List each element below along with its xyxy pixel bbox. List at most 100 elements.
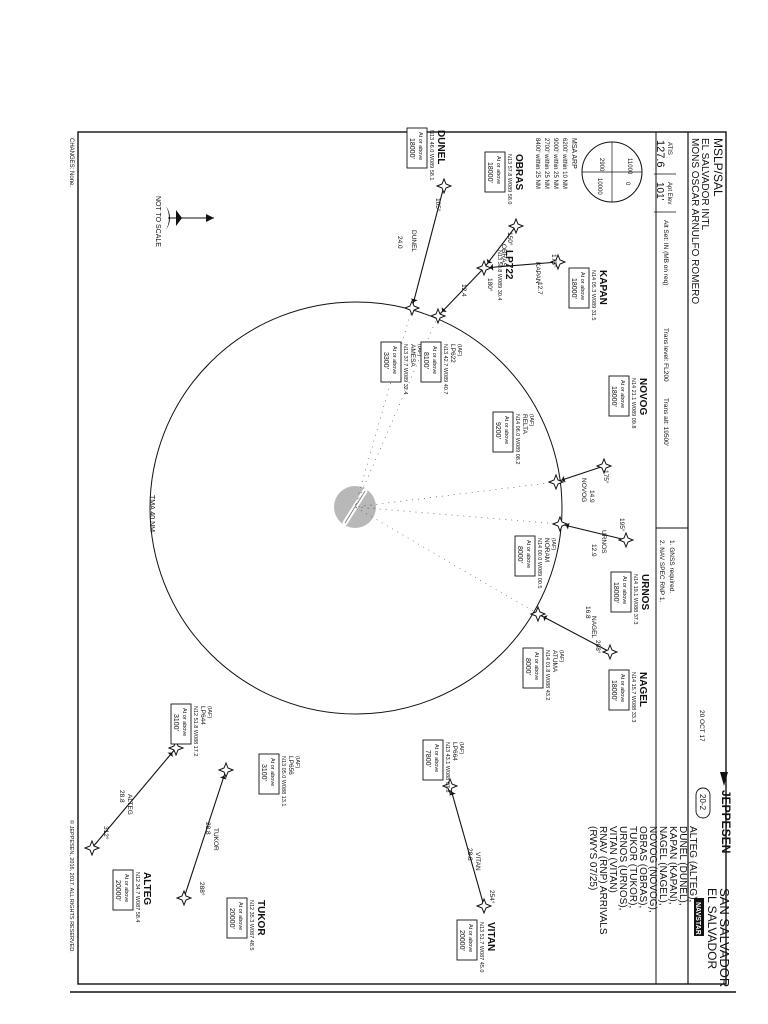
procedure-title-6: TUKOR (TUKOR), [627, 826, 638, 908]
fix-name: URNOS [639, 574, 650, 610]
north-arrow [166, 206, 214, 230]
fix-tag: (IAF) [456, 344, 462, 356]
fix-alt-label: At or above [503, 416, 509, 444]
comm-row: ATIS 127.6 Apt Elev 101' Alt Set: IN (MB… [654, 140, 676, 602]
tma-label: TMA 40 NM [148, 495, 155, 532]
fix-alt-value: 20000' [228, 908, 235, 929]
fix-alt-label: At or above [495, 156, 501, 184]
fix-alt-value: 8000' [524, 658, 531, 675]
fix-alt-label: At or above [417, 132, 423, 160]
airport-code: MSLP/SAL [711, 138, 725, 197]
fix-alt-label: At or above [467, 924, 473, 952]
fix-novog-icon [595, 457, 613, 475]
compass-icon [166, 206, 170, 230]
fix-relta-icon [547, 473, 565, 491]
fix-coordinates: N12 34.7 W087 58.4 [134, 872, 140, 922]
route-label-dunel-dist: 24.0 [396, 236, 403, 249]
route-label-kapan-dist: 12.7 [536, 282, 543, 295]
fix-alt-value: 20000' [114, 880, 121, 901]
route-label-obras-course: 150° [506, 232, 514, 246]
altimeter-setting: Alt Set: IN (MB on req) [662, 220, 669, 285]
fix-coordinates: N14 19.1 W088 37.3 [632, 574, 638, 624]
fix-atuma-icon [529, 605, 547, 623]
fix-name: ATUMA [551, 650, 558, 673]
fix-name: VITAN [485, 922, 496, 951]
waypoint-symbols [83, 177, 635, 915]
fix-coordinates: N12 51.8 W088 17.2 [192, 706, 198, 756]
changes-note: CHANGES: None. [68, 138, 74, 187]
procedure-title-5: OBRAS (OBRAS), [637, 826, 648, 908]
fix-coordinates: N13 46.0 W089 58.1 [428, 130, 434, 180]
procedure-title-3: NAGEL (NAGEL), [657, 826, 668, 906]
route-label-alteg-course: 312° [102, 826, 110, 840]
fix-lp622-icon [429, 307, 447, 325]
route-label-tukor-course: 288° [198, 882, 206, 896]
chart-index: 20-2 [698, 794, 707, 811]
fix-alt-label: At or above [621, 576, 627, 604]
airport-name-2: MONS OSCAR ARNULFO ROMERO [689, 138, 700, 304]
route-label-urnos-dist: 12.9 [590, 544, 597, 557]
procedure-title-2: KAPAN (KAPAN), [667, 826, 678, 905]
fix-alt-label: At or above [619, 380, 625, 408]
route-label-novog-course: 175° [602, 470, 610, 484]
fix-coordinates: N14 15.7 W088 33.3 [630, 672, 636, 722]
tma-boundary [149, 301, 563, 715]
msa-sector-3: 10000 [596, 178, 602, 195]
navstar-badge: NAVSTAR [694, 902, 701, 935]
fix-coordinates: N13 43.1 W088 07.8 [444, 742, 450, 792]
fix-coordinates: N13 51.7 W087 45.0 [478, 922, 484, 972]
fix-lp656-icon [217, 761, 235, 779]
route-label-obras-route: OBRAS [500, 244, 507, 267]
atis-label: ATIS [666, 142, 672, 155]
fix-name: LP622 [449, 344, 456, 363]
fix-alt-label: At or above [579, 272, 585, 300]
fix-alt-value: 8100' [422, 352, 429, 369]
fix-alt-label: At or above [237, 902, 243, 930]
fix-name: NORAM [543, 538, 550, 562]
fix-obras-icon [507, 217, 525, 235]
route-label-tukor-route: TUKOR [212, 828, 219, 851]
msa-title: MSA ARP [570, 138, 577, 169]
atis-frequency: 127.6 [654, 140, 666, 168]
fix-alt-label: At or above [123, 874, 129, 902]
fix-alt-label: At or above [533, 652, 539, 680]
fix-alt-label: At or above [431, 346, 437, 374]
fix-tag: (IAF) [206, 706, 212, 718]
route-label-nagel-route: NAGEL [590, 616, 597, 638]
fix-name: LP664 [451, 742, 458, 761]
copyright: © JEPPESEN, 2016, 2017. ALL RIGHTS RESER… [68, 820, 75, 953]
route-label-alteg-route: ALTEG [126, 794, 133, 815]
fix-alt-label: At or above [391, 346, 397, 374]
fix-alt-value: 18000' [408, 138, 415, 159]
not-to-scale: NOT TO SCALE [154, 196, 161, 247]
procedure-title-1: DUNEL (DUNEL), [677, 826, 688, 906]
fix-alt-value: 3100' [172, 714, 179, 731]
fix-tag: (IAF) [458, 742, 464, 754]
msa-sector-2: 0 [624, 182, 630, 186]
procedure-title-0: ALTEG (ALTEG), [687, 826, 698, 902]
route-label-obras-dist: 12.4 [460, 284, 467, 297]
route-label-novog-route: NOVOG [580, 478, 587, 502]
fix-alt-value: 18000' [486, 162, 493, 183]
elev-label: Apt Elev [666, 182, 672, 204]
fix-alt-value: 20000' [458, 930, 465, 951]
route-label-dunel-route: DUNEL [410, 230, 417, 252]
fix-noram-icon [551, 515, 569, 533]
route-label-tukor-dist: 28.8 [204, 822, 211, 835]
route-label-novog-dist: 14.9 [588, 490, 595, 503]
fix-alt-value: 9200' [494, 422, 501, 439]
fix-coordinates: N13 05.0 W088 13.1 [280, 756, 286, 806]
transition-level: Trans level: FL200 [662, 328, 669, 382]
